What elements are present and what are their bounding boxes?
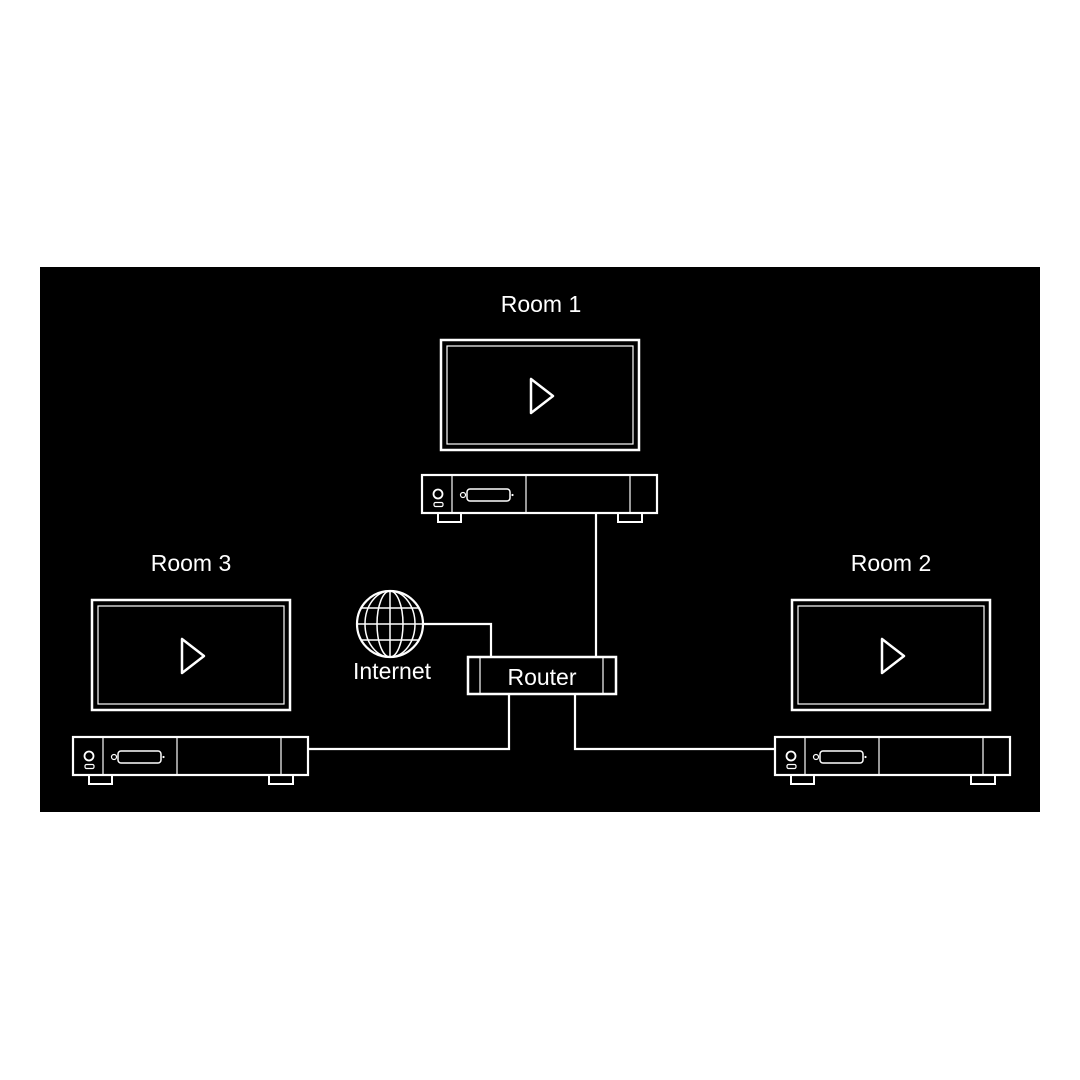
tv-icon-room-1 [439, 338, 641, 452]
router-box [466, 655, 618, 696]
router-group: Router [466, 655, 618, 696]
set-top-box-icon-room-3 [71, 735, 310, 786]
diagram-canvas: Room 1 Room 3 Room 2 Internet [40, 267, 1040, 812]
room-2-label: Room 2 [851, 550, 932, 576]
room-3-group: Room 3 [71, 550, 310, 786]
set-top-box-icon-room-1 [420, 473, 659, 524]
network-diagram: Room 1 Room 3 Room 2 Internet [71, 291, 1012, 786]
globe-icon [355, 589, 425, 659]
room-1-group: Room 1 [420, 291, 659, 524]
line-internet-to-router [423, 622, 493, 657]
tv-icon-room-2 [790, 598, 992, 712]
room-1-label: Room 1 [501, 291, 582, 317]
connection-lines [308, 513, 775, 751]
set-top-box-icon-room-2 [773, 735, 1012, 786]
internet-label: Internet [353, 658, 432, 684]
room-3-label: Room 3 [151, 550, 232, 576]
line-router-to-room2-stb [573, 694, 775, 751]
internet-group: Internet [353, 589, 432, 684]
line-router-to-room3-stb [308, 694, 511, 751]
tv-icon-room-3 [90, 598, 292, 712]
router-label: Router [507, 664, 576, 690]
room-2-group: Room 2 [773, 550, 1012, 786]
